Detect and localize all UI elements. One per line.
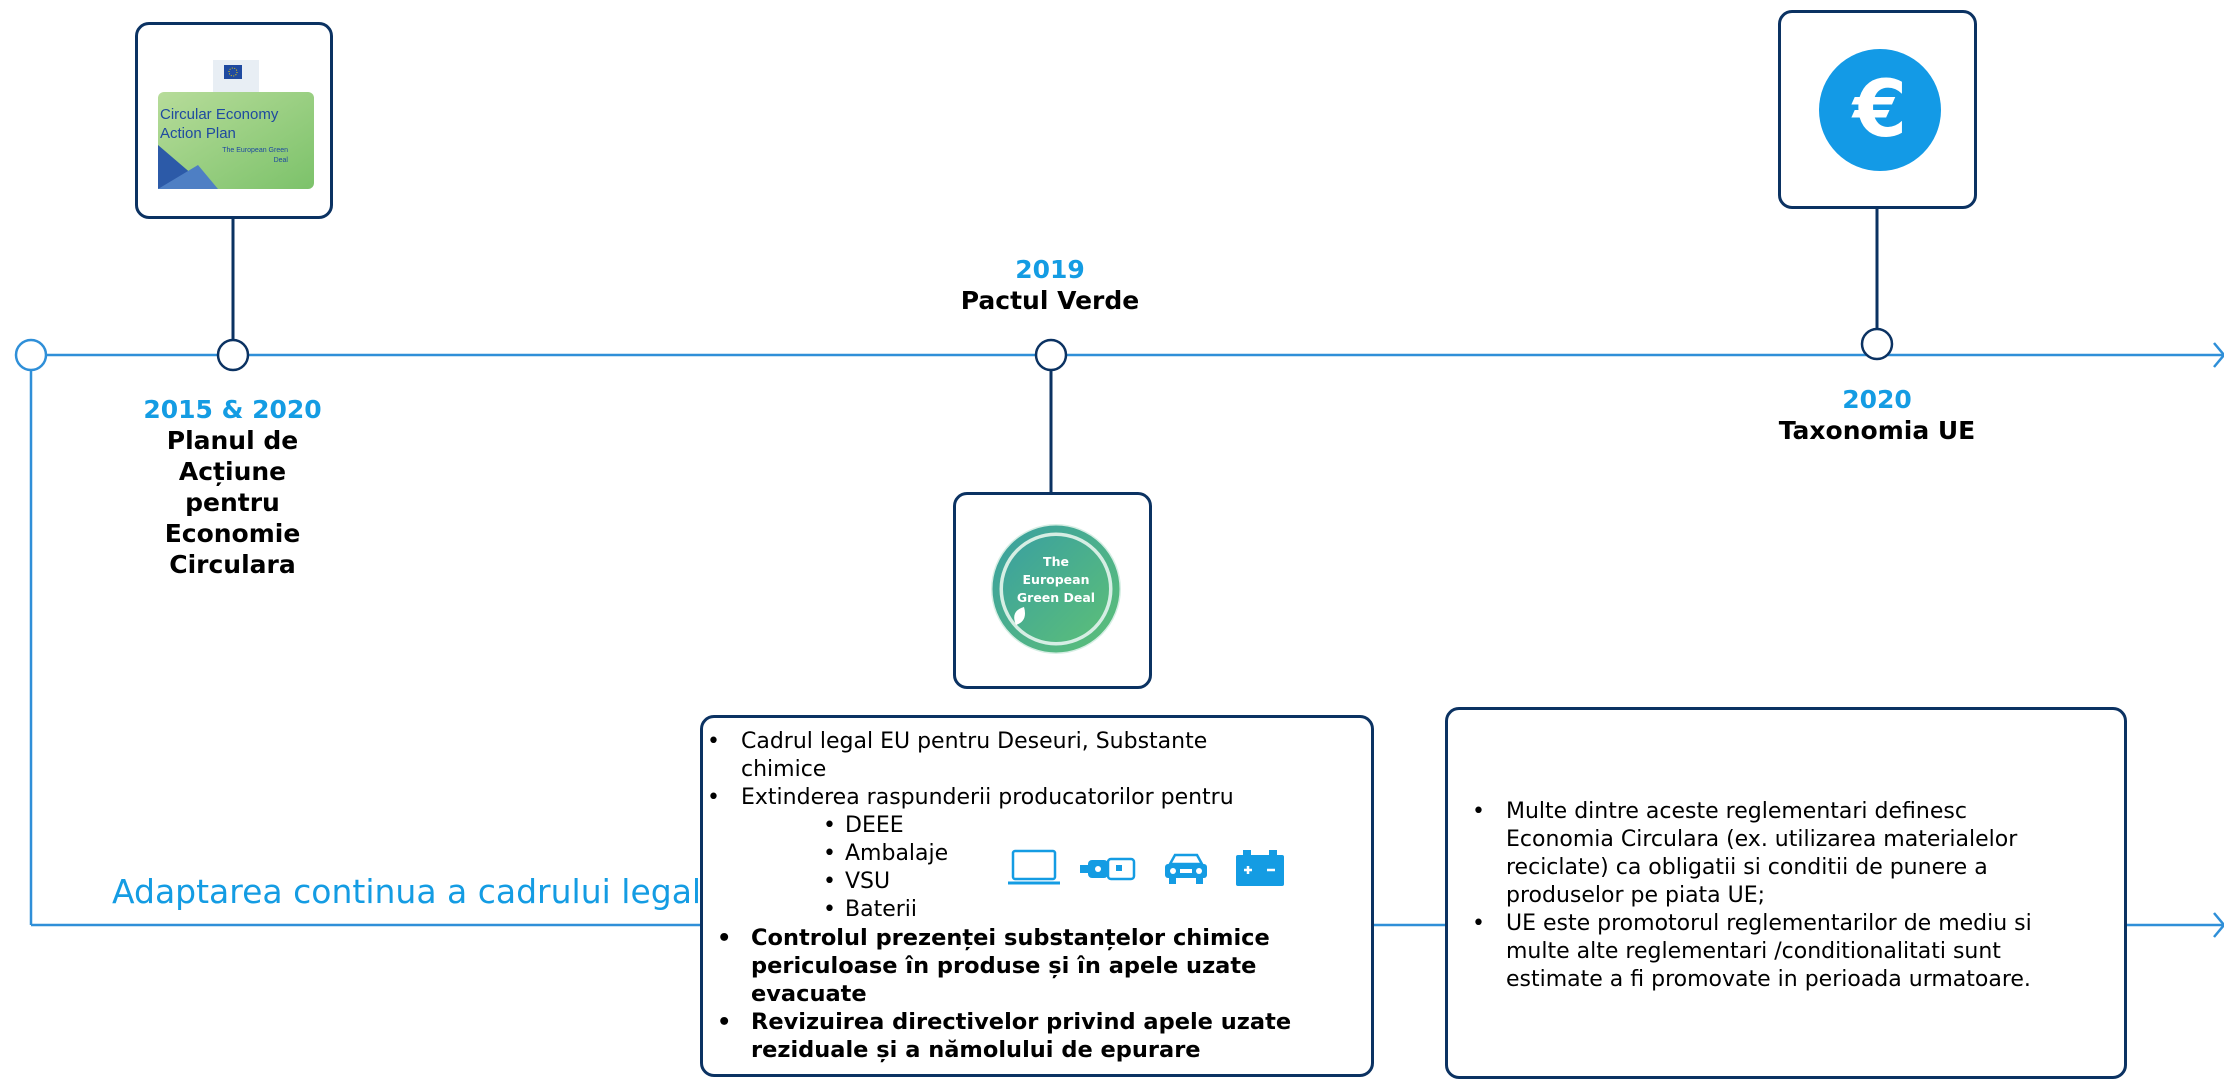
cea-cover-image	[158, 60, 314, 189]
cea-image-title: Circular Economy Action Plan	[160, 106, 279, 142]
laptop-icon	[1008, 849, 1060, 885]
list-item: VSU	[823, 868, 1363, 896]
usb-icon	[1080, 857, 1136, 881]
timeline-node-2019	[1034, 338, 1068, 372]
timeline-node-2015	[216, 338, 250, 372]
bold-list: Controlul prezenței substanțelor chimice…	[713, 924, 1363, 1064]
legal-adaptation-label: Adaptarea continua a cadrului legal	[112, 872, 702, 911]
list-item: Extinderea raspunderii producatorilor pe…	[703, 784, 1363, 812]
framework-list: Cadrul legal EU pentru Deseuri, Substant…	[703, 728, 1363, 812]
milestone-2015-label: 2015 & 2020 Planul de Acțiune pentru Eco…	[95, 394, 370, 580]
milestone-2020-label: 2020 Taxonomia UE	[1727, 384, 2027, 446]
list-item: Multe dintre aceste reglementari defines…	[1468, 798, 2061, 910]
timeline-node-2020	[1860, 327, 1894, 361]
green-deal-logo-text: The European Green Deal	[1016, 554, 1096, 605]
list-item: UE este promotorul reglementarilor de me…	[1468, 910, 2101, 994]
list-item: Baterii	[823, 896, 1363, 924]
green-deal-logo	[991, 524, 1121, 654]
cea-image-card: Circular Economy Action Plan The Europea…	[135, 22, 333, 219]
green-deal-image-card: The European Green Deal	[953, 492, 1152, 689]
taxonomy-image-card: €	[1778, 10, 1977, 209]
producer-list: DEEE Ambalaje VSU Baterii	[823, 812, 1363, 924]
list-item: Controlul prezenței substanțelor chimice…	[713, 924, 1341, 1008]
euro-icon: €	[1819, 49, 1941, 171]
milestone-title: Planul de Acțiune pentru Economie Circul…	[164, 426, 301, 579]
timeline-arrow-bottom	[2213, 912, 2224, 938]
car-icon	[1165, 853, 1207, 884]
timeline-arrow-top	[2213, 342, 2224, 368]
milestone-year: 2020	[1842, 385, 1912, 414]
cea-image-subtitle: The European Green Deal	[222, 147, 288, 164]
battery-icon	[1236, 850, 1284, 886]
milestone-2019-label: 2019 Pactul Verde	[900, 254, 1200, 316]
timeline-node-start	[14, 338, 48, 372]
milestone-year: 2015 & 2020	[143, 395, 322, 424]
legal-framework-box: Cadrul legal EU pentru Deseuri, Substant…	[700, 715, 1374, 1077]
milestone-title: Pactul Verde	[960, 286, 1140, 315]
regulations-list: Multe dintre aceste reglementari defines…	[1468, 798, 2104, 994]
regulations-box: Multe dintre aceste reglementari defines…	[1445, 707, 2127, 1079]
milestone-title: Taxonomia UE	[1778, 416, 1976, 445]
milestone-year: 2019	[1015, 255, 1085, 284]
euro-symbol: €	[1852, 65, 1908, 155]
list-item: Ambalaje	[823, 840, 1363, 868]
list-item: Cadrul legal EU pentru Deseuri, Substant…	[703, 728, 1261, 784]
list-item: DEEE	[823, 812, 1363, 840]
list-item: Revizuirea directivelor privind apele uz…	[713, 1008, 1341, 1064]
